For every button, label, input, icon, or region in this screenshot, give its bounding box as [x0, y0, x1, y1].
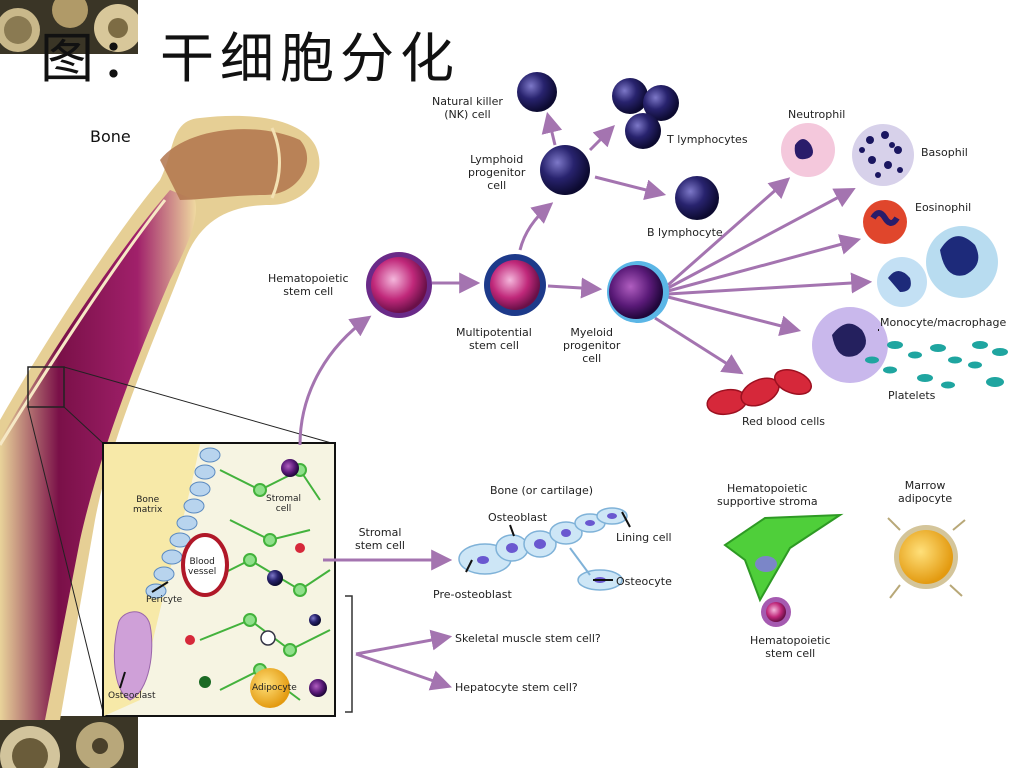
corner-decoration-bottom-left [0, 716, 138, 768]
mature-blood-cells [706, 123, 1008, 416]
blood-vessel [181, 533, 229, 597]
label-multipotential-stem-cell: Multipotential stem cell [456, 326, 532, 352]
label-adipocyte: Adipocyte [252, 683, 297, 693]
label-neutrophil: Neutrophil [788, 108, 846, 121]
hematopoietic-cells [366, 72, 719, 323]
label-stromal-cell: Stromal cell [266, 494, 302, 514]
bone-lining-cells [145, 447, 221, 599]
label-bone-cartilage: Bone (or cartilage) [490, 484, 594, 497]
label-red-blood-cells: Red blood cells [742, 415, 826, 428]
label-supportive-stroma: Hematopoietic supportive stroma [717, 482, 818, 508]
bone-illustration [0, 115, 336, 720]
label-eosinophil: Eosinophil [915, 201, 972, 214]
label-hematopoietic-stem-cell: Hematopoietic stem cell [268, 272, 349, 298]
label-basophil: Basophil [921, 146, 968, 159]
label-hematopoietic-stem-cell-2: Hematopoietic stem cell [750, 634, 831, 660]
label-hepatocyte-stem-cell: Hepatocyte stem cell? [455, 681, 578, 694]
supportive-stroma-cell [723, 513, 844, 627]
label-nk-cell: Natural killer (NK) cell [432, 95, 503, 121]
marrow-adipocyte [887, 517, 966, 599]
label-pre-osteoblast: Pre-osteoblast [433, 588, 512, 601]
label-bone-matrix: Bone matrix [133, 495, 163, 515]
label-lymphoid-progenitor: Lymphoid progenitor cell [468, 153, 526, 192]
label-platelets: Platelets [888, 389, 936, 402]
label-osteoblast: Osteoblast [488, 511, 548, 524]
bone-marrow-inset [102, 442, 336, 717]
label-lining-cell: Lining cell [616, 531, 672, 544]
label-monocyte-macrophage: Monocyte/macrophage [880, 316, 1007, 329]
page-title: 图：干细胞分化 [40, 27, 460, 90]
label-blood-vessel: Blood vessel [188, 557, 217, 577]
label-myeloid-progenitor: Myeloid progenitor cell [563, 326, 621, 365]
label-b-lymphocyte: B lymphocyte [647, 226, 723, 239]
adipocyte-inset [250, 668, 290, 708]
label-pericyte: Pericyte [146, 595, 183, 605]
label-marrow-adipocyte: Marrow adipocyte [898, 479, 953, 505]
bone-label: Bone [90, 127, 131, 146]
corner-decoration-top-left [0, 0, 138, 54]
label-stromal-stem-cell: Stromal stem cell [355, 526, 405, 552]
label-t-lymphocytes: T lymphocytes [667, 133, 748, 146]
lineage-arrows [298, 111, 873, 691]
label-osteocyte: Osteocyte [616, 575, 672, 588]
label-osteoclast: Osteoclast [108, 691, 156, 701]
label-skeletal-muscle-stem-cell: Skeletal muscle stem cell? [455, 632, 601, 645]
